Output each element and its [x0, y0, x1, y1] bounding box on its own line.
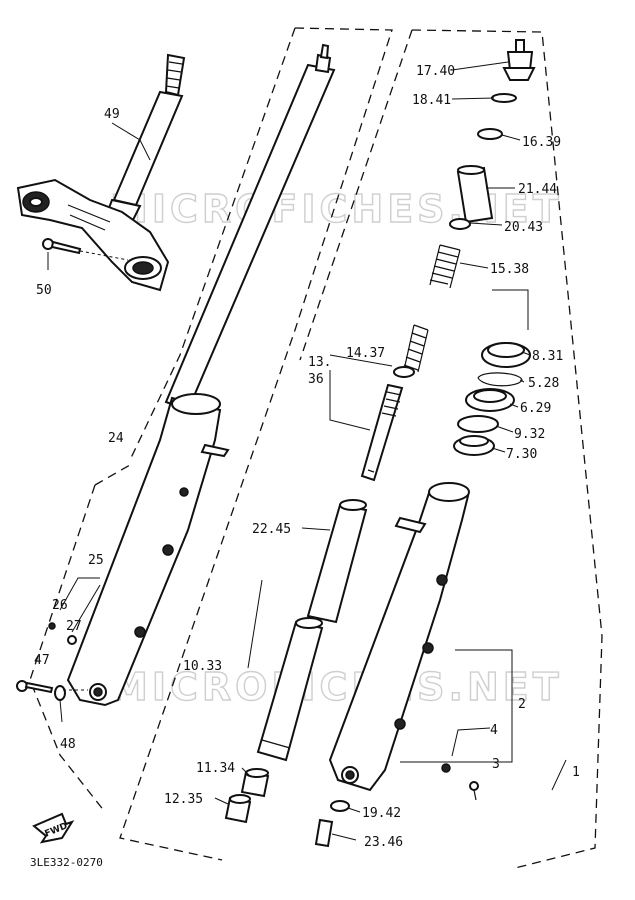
small-parts-right [314, 763, 479, 848]
damper-rod-13 [360, 366, 415, 482]
label-14-37: 14.37 [346, 346, 385, 361]
fork-spring-15 [403, 244, 461, 373]
spacer-21 [456, 165, 494, 224]
cap-bolt-17 [502, 39, 536, 81]
collar-16 [477, 128, 503, 140]
label-21-44: 21.44 [518, 182, 557, 197]
oil-lock-12 [224, 794, 252, 824]
clip-5 [477, 372, 523, 387]
label-22-45: 22.45 [252, 522, 291, 537]
washer-9 [457, 415, 499, 433]
label-23-46: 23.46 [364, 835, 403, 850]
label-6-29: 6.29 [520, 401, 551, 416]
lower-leg-group-outline [29, 464, 131, 813]
label-12-35: 12.35 [164, 792, 203, 807]
label-49: 49 [104, 107, 120, 122]
label-13: 13. [308, 355, 331, 370]
label-17-40: 17.40 [416, 64, 455, 79]
label-25: 25 [88, 553, 104, 568]
label-3: 3 [492, 757, 500, 772]
inner-tube-10 [256, 617, 324, 762]
outer-tube-2 [328, 482, 470, 792]
label-10-33: 10.33 [183, 659, 222, 674]
inner-tube-22 [306, 499, 368, 624]
diagram-code: 3LE332-0270 [30, 856, 103, 869]
part-labels: 49 50 24 25 26 27 47 48 17.40 18.41 16.3… [34, 64, 580, 850]
washer-20 [449, 218, 471, 230]
label-11-34: 11.34 [196, 761, 235, 776]
label-4: 4 [490, 723, 498, 738]
fwd-arrow-icon: FWD [32, 812, 75, 844]
leader-lines [47, 61, 567, 841]
label-50: 50 [36, 283, 52, 298]
label-5-28: 5.28 [528, 376, 559, 391]
label-1: 1 [572, 765, 580, 780]
right-fork-group-outline [299, 29, 603, 869]
bushing-11 [240, 768, 270, 798]
label-26: 26 [52, 598, 68, 613]
label-7-30: 7.30 [506, 447, 537, 462]
label-47: 47 [34, 653, 50, 668]
label-48: 48 [60, 737, 76, 752]
label-2: 2 [518, 697, 526, 712]
label-36: 36 [308, 372, 324, 387]
bolt-50 [42, 238, 129, 261]
label-27: 27 [66, 619, 82, 634]
label-9-32: 9.32 [514, 427, 545, 442]
oil-seal-6 [465, 388, 515, 412]
label-19-42: 19.42 [362, 806, 401, 821]
small-parts-left [16, 622, 88, 701]
label-16-39: 16.39 [522, 135, 561, 150]
label-20-43: 20.43 [504, 220, 543, 235]
label-15-38: 15.38 [490, 262, 529, 277]
steering-stem-assembly [16, 53, 186, 292]
watermark-bottom: MICROFICHES.NET [110, 665, 563, 709]
dust-seal-8 [481, 342, 531, 368]
label-24: 24 [108, 431, 124, 446]
left-fork-tube-group-outline [119, 27, 393, 861]
outer-tube-24 [66, 393, 230, 707]
o-ring-18 [491, 93, 517, 103]
label-18-41: 18.41 [412, 93, 451, 108]
label-8-31: 8.31 [532, 349, 563, 364]
bushing-7 [453, 435, 495, 456]
